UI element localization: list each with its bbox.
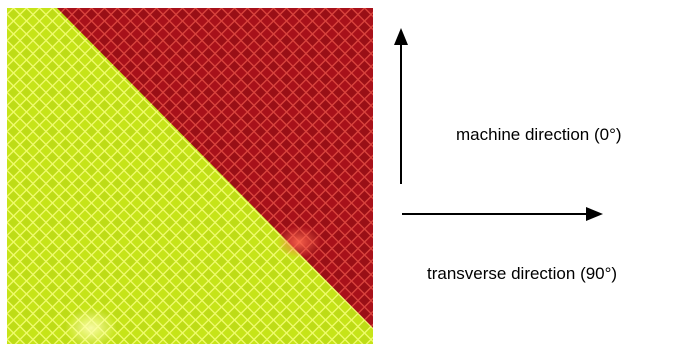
transverse-direction-label: transverse direction (90°) xyxy=(427,264,618,283)
yellow-glint xyxy=(65,308,117,344)
machine-direction-label: machine direction (0°) xyxy=(456,125,622,144)
reflective-sheeting-photo xyxy=(7,8,373,344)
red-glint xyxy=(277,226,321,258)
yellow-region xyxy=(7,8,373,344)
